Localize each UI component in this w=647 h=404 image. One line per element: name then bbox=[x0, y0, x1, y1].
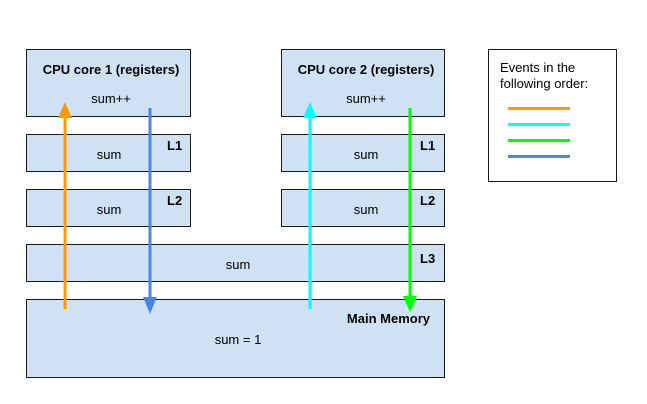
core-1-l2-value: sum bbox=[96, 202, 122, 217]
cyan-up-arrow bbox=[303, 102, 317, 309]
legend-line-event-3 bbox=[508, 139, 570, 142]
core-2-l1-label: L1 bbox=[420, 138, 436, 153]
core-1-l1-value: sum bbox=[96, 147, 122, 162]
cpu-core-1-title: CPU core 1 (registers) bbox=[42, 62, 180, 77]
core-2-l1-value: sum bbox=[353, 147, 379, 162]
core-2-l2-cache: L2 sum bbox=[281, 189, 445, 227]
orange-up-arrow bbox=[58, 102, 72, 309]
cpu-core-2-box: CPU core 2 (registers) sum++ bbox=[281, 49, 445, 117]
legend-box: Events in the following order: bbox=[488, 49, 617, 182]
main-memory-title: Main Memory bbox=[346, 311, 430, 326]
legend-line-event-1 bbox=[508, 107, 570, 110]
l3-label: L3 bbox=[420, 251, 436, 266]
main-memory-value: sum = 1 bbox=[214, 332, 262, 347]
l3-cache: L3 sum bbox=[26, 244, 445, 282]
main-memory: Main Memory sum = 1 bbox=[26, 299, 445, 378]
cpu-core-2-value: sum++ bbox=[346, 91, 386, 106]
cpu-core-2-title: CPU core 2 (registers) bbox=[297, 62, 435, 77]
core-1-l2-label: L2 bbox=[167, 193, 183, 208]
cpu-core-1-value: sum++ bbox=[91, 91, 131, 106]
cpu-core-1-box: CPU core 1 (registers) sum++ bbox=[26, 49, 191, 117]
core-2-l1-cache: L1 sum bbox=[281, 134, 445, 172]
core-1-l1-label: L1 bbox=[167, 138, 183, 153]
core-2-l2-label: L2 bbox=[420, 193, 436, 208]
blue-down-arrow bbox=[143, 108, 157, 314]
core-1-l2-cache: L2 sum bbox=[26, 189, 191, 227]
legend-line-event-2 bbox=[508, 123, 570, 126]
legend-line-event-4 bbox=[508, 155, 570, 158]
green-down-arrow bbox=[403, 108, 417, 312]
core-1-l1-cache: L1 sum bbox=[26, 134, 191, 172]
legend-title: Events in the following order: bbox=[500, 60, 589, 91]
l3-value: sum bbox=[225, 257, 251, 272]
core-2-l2-value: sum bbox=[353, 202, 379, 217]
